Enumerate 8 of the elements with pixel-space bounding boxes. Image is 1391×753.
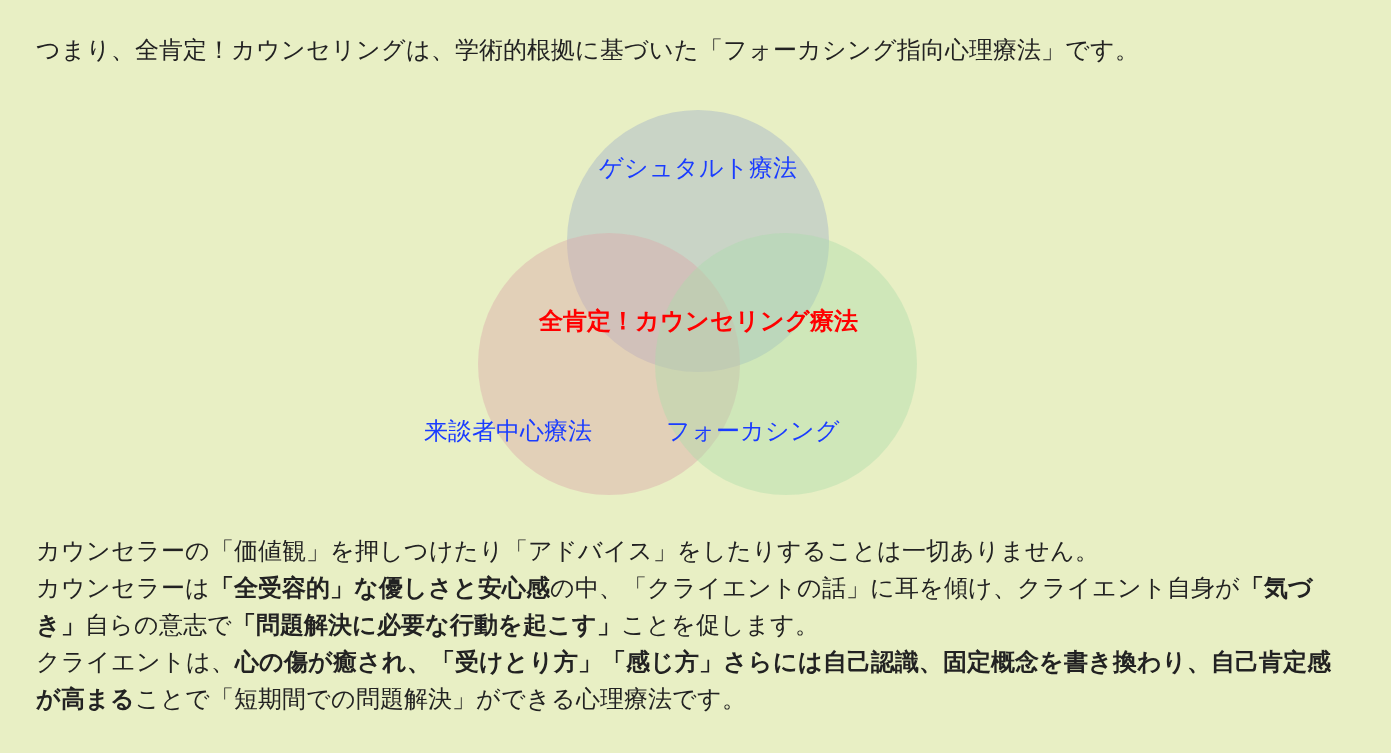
circle-label: フォーカシング: [666, 416, 840, 447]
circle-label: ゲシュタルト療法: [599, 153, 797, 184]
circle-label: 来談者中心療法: [424, 416, 592, 447]
paragraph: カウンセラーの「価値観」を押しつけたり「アドバイス」をしたりすることは一切ありません。: [36, 536, 1100, 567]
paragraph: クライエントは、心の傷が癒され、「受けとり方」「感じ方」さらには自己認識、固定概念を書き換わり、自己肯定感が高まることで「短期間での問題解決」ができる心理療法です。: [36, 647, 1332, 715]
overlap-label: 全肯定！カウンセリング療法: [538, 305, 858, 337]
paragraph: カウンセラーは「全受容的」な優しさと安心感の中、「クライエントの話」に耳を傾け、クライエント自身が「気づき」自らの意志で「問題解決に必要な行動を起こす」ことを促します。: [36, 573, 1314, 641]
title: つまり、全肯定！カウンセリングは、学術的根拠に基づいた「フォーカシング指向心理療法」です。: [36, 35, 1139, 66]
